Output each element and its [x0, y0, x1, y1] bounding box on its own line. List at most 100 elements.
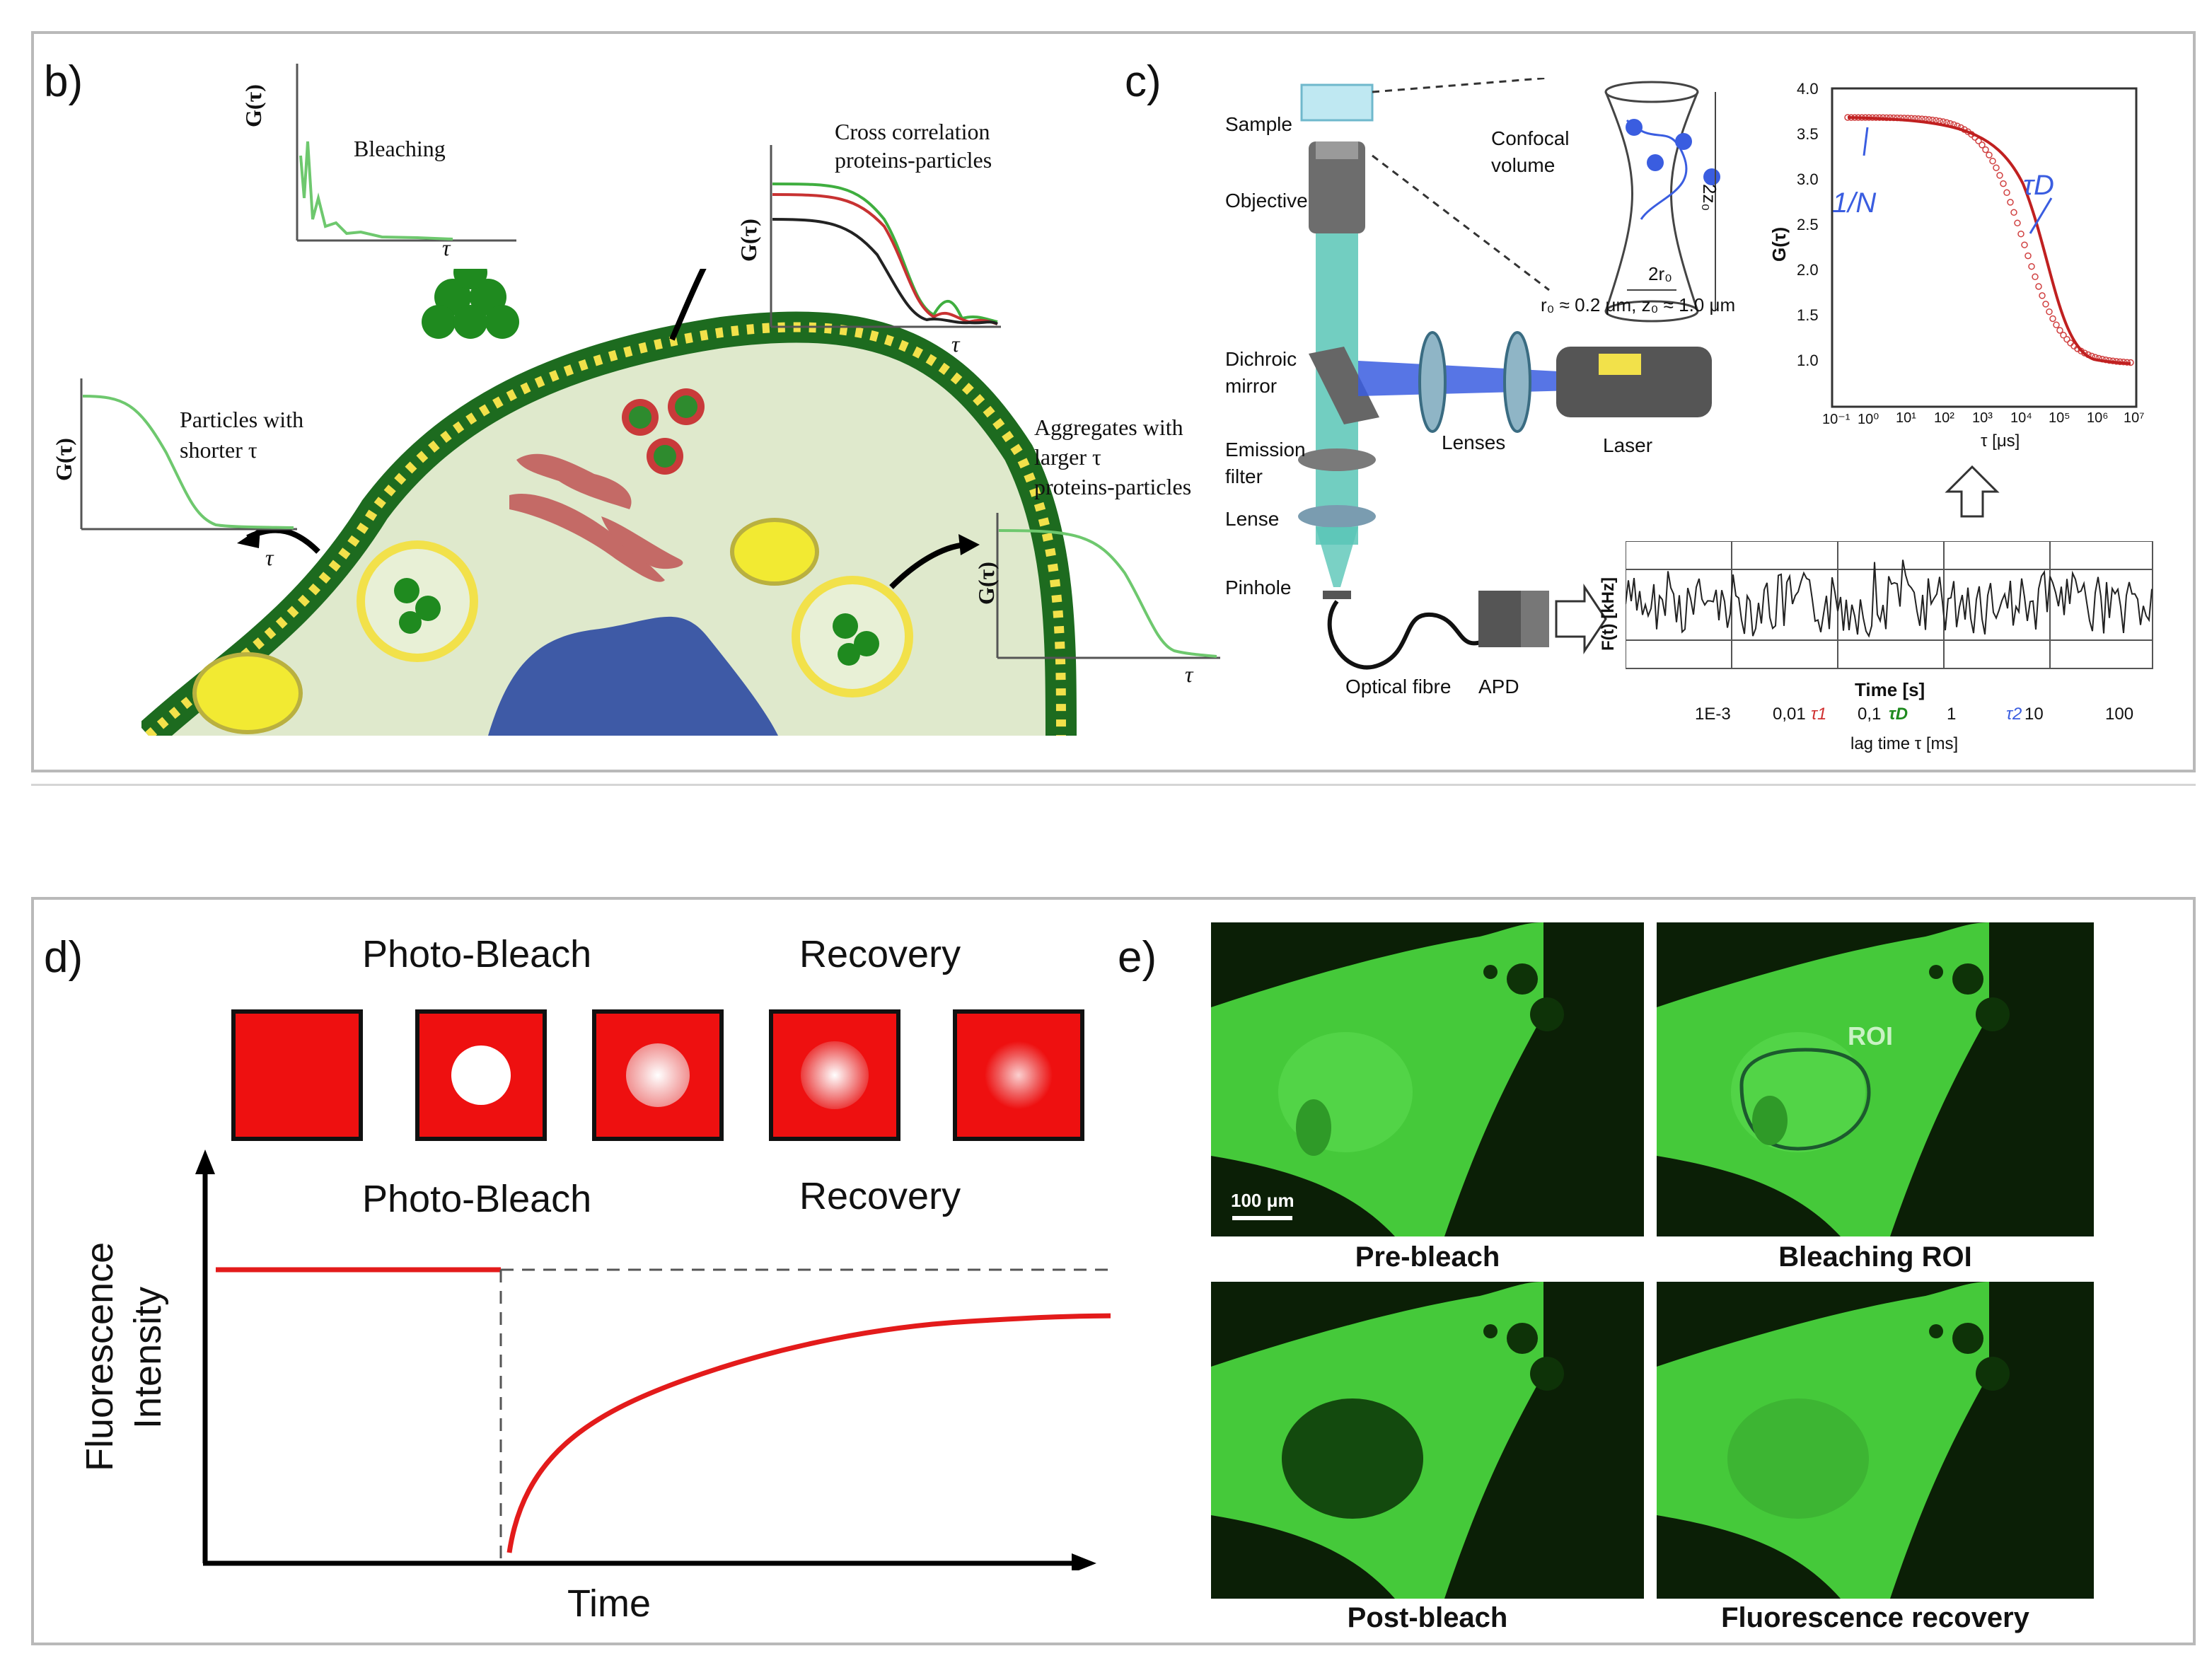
particles-title-line1: Particles with — [180, 407, 304, 432]
bleaching-plot — [296, 64, 516, 242]
lag-tick-1: 1 — [1947, 705, 1957, 724]
fcs-data-point — [2053, 321, 2060, 329]
er-organelle — [516, 453, 632, 509]
fcs-ytick-2: 2.0 — [1797, 261, 1819, 279]
aggregates-ylabel: G(τ) — [973, 562, 999, 605]
lag-tick-tau1: τ1 — [1811, 705, 1827, 724]
mitochondrion-right — [730, 518, 819, 586]
vesicle-right — [792, 576, 913, 697]
plot-photobleach: Photo-Bleach — [362, 1178, 592, 1220]
fcs-ylabel: G(τ) — [1768, 226, 1790, 262]
micrograph-recovery — [1657, 1282, 2094, 1599]
header-photobleach: Photo-Bleach — [362, 933, 592, 975]
sample-cuvette — [1300, 83, 1374, 122]
cross-xlabel: τ — [951, 331, 960, 357]
membrane-aggregate — [422, 269, 519, 339]
label-lenses: Lenses — [1442, 431, 1506, 453]
laser — [1556, 347, 1712, 417]
vesicle-left — [357, 540, 478, 662]
lag-tick-100: 100 — [2105, 705, 2134, 724]
bleaching-ylabel: G(τ) — [241, 84, 266, 127]
cell-image-2 — [1657, 922, 2094, 1236]
scale-bar-label: 100 μm — [1231, 1190, 1294, 1211]
caption-bleaching-roi: Bleaching ROI — [1778, 1241, 1972, 1273]
objective — [1309, 141, 1365, 233]
arrow-up — [1945, 465, 2000, 518]
cross-title-line2: proteins-particles — [835, 147, 992, 173]
fcs-data-point — [2017, 230, 2024, 238]
frap-ylabel-1: Fluorescence — [79, 1241, 121, 1471]
lense — [1298, 505, 1376, 528]
label-objective: Objective — [1225, 190, 1308, 212]
cell-image-4 — [1657, 1282, 2094, 1599]
cross-correlation-plot — [770, 145, 1001, 328]
cell-image-3 — [1211, 1282, 1644, 1599]
aggregates-xlabel: τ — [1185, 661, 1193, 687]
panel-e-label: e) — [1118, 933, 1157, 982]
particles-ylabel: G(τ) — [51, 438, 76, 481]
pinhole — [1323, 591, 1351, 599]
fcs-ytick-25: 2.5 — [1797, 216, 1819, 233]
aggregates-plot — [996, 513, 1220, 659]
lag-tick-tau2: τ2 — [2006, 705, 2022, 724]
fcs-data-point — [2063, 335, 2070, 343]
intensity-trace — [1626, 541, 2153, 669]
lag-tick-01: 0,1 — [1858, 705, 1882, 724]
label-dichroic-2: mirror — [1225, 375, 1278, 397]
divider — [31, 784, 2196, 786]
label-pinhole: Pinhole — [1225, 577, 1292, 598]
fcs-ytick-3: 3.0 — [1797, 170, 1819, 188]
fcs-data-point — [2049, 315, 2056, 323]
fcs-xtick-3: 10² — [1934, 410, 1954, 426]
micrograph-bleaching-roi: ROI — [1657, 922, 2094, 1236]
fcs-data-point — [2003, 189, 2010, 197]
label-lense: Lense — [1225, 508, 1280, 530]
fcs-data-point — [2028, 262, 2035, 270]
label-r-dim: 2r₀ — [1648, 263, 1672, 284]
lag-tick-10: 10 — [2024, 705, 2044, 724]
label-optical-fibre: Optical fibre — [1345, 676, 1452, 697]
lens-1 — [1418, 331, 1447, 433]
bleaching-xlabel: τ — [442, 235, 451, 260]
lens-2 — [1503, 331, 1531, 433]
fcs-data-point — [1993, 164, 2000, 171]
header-recovery: Recovery — [799, 933, 961, 975]
optical-fibre — [1327, 600, 1494, 670]
fcs-data-point — [2039, 292, 2046, 299]
label-laser: Laser — [1603, 434, 1653, 456]
trace-ylabel: F(t) [kHz] — [1599, 577, 1618, 651]
bleach-squares — [231, 1009, 1084, 1141]
fcs-data-point — [2024, 252, 2032, 260]
label-dichroic-1: Dichroic — [1225, 348, 1297, 370]
fcs-data-point — [1982, 146, 1989, 153]
label-emission-1: Emission — [1225, 439, 1306, 460]
particles-plot — [80, 378, 297, 531]
fcs-ytick-1: 1.0 — [1797, 352, 1819, 369]
fcs-setup-diagram — [1298, 78, 1720, 670]
square-bleach — [415, 1009, 547, 1141]
cell-illustration — [141, 269, 1077, 736]
caption-prebleach: Pre-bleach — [1355, 1241, 1500, 1273]
label-emission-2: filter — [1225, 465, 1263, 487]
fcs-xtick-2: 10¹ — [1896, 410, 1916, 426]
label-dimensions: r₀ ≈ 0.2 μm, z₀ ≈ 1.0 μm — [1541, 294, 1736, 315]
arrow-cross — [669, 269, 707, 341]
micrograph-postbleach — [1211, 1282, 1644, 1599]
fcs-data-point — [2081, 349, 2088, 357]
fcs-data-point — [1986, 151, 1993, 158]
label-sample: Sample — [1225, 113, 1292, 135]
lag-tick-taud: τD — [1889, 705, 1908, 724]
fcs-xtick-0: 10⁻¹ — [1822, 412, 1850, 427]
fcs-xtick-4: 10³ — [1972, 410, 1993, 426]
plot-recovery: Recovery — [799, 1175, 961, 1217]
arrow-to-trace — [1555, 584, 1607, 654]
dichroic-mirror — [1309, 347, 1379, 424]
fcs-data-point — [2060, 332, 2067, 339]
fcs-data-point — [2046, 308, 2053, 315]
lag-tick-001: 0,01 — [1773, 705, 1806, 724]
panel-d-label: d) — [44, 933, 83, 982]
frap-ylabel-2: Intensity — [127, 1286, 169, 1429]
aggregates-title-line3: proteins-particles — [1034, 474, 1192, 499]
fcs-data-point — [2035, 283, 2042, 290]
cross-title-line1: Cross correlation — [835, 119, 990, 144]
